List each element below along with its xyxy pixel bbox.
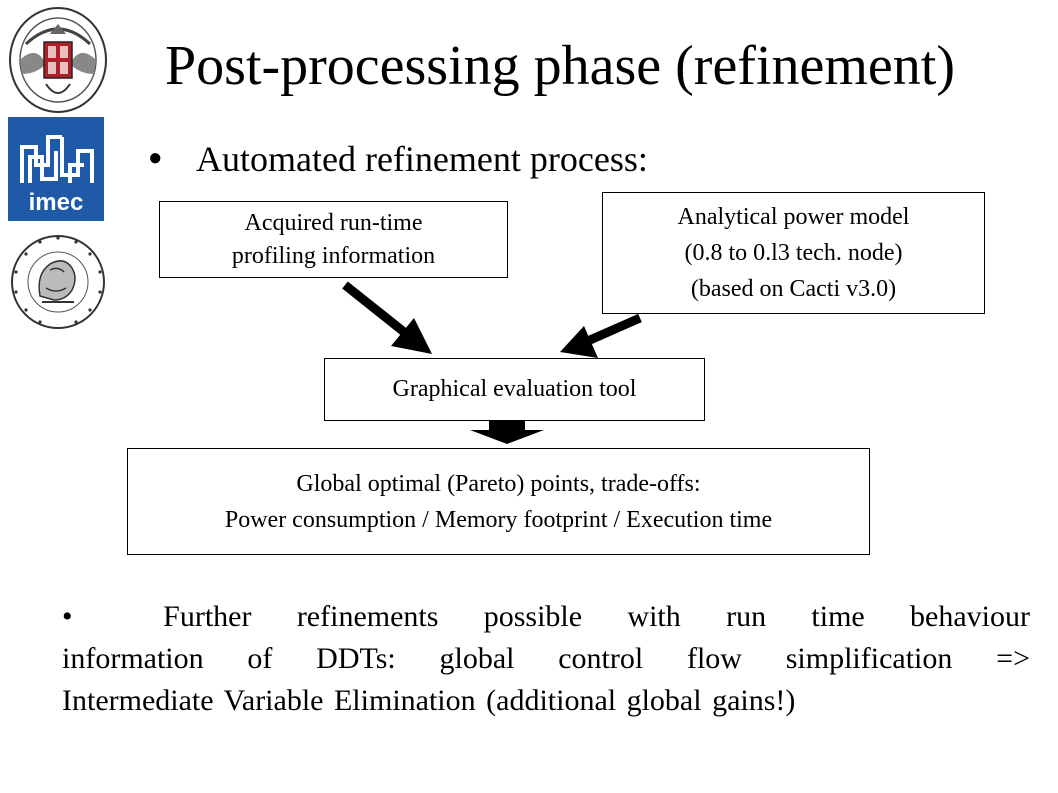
global-box-line1: Global optimal (Pareto) points, trade-of…: [296, 470, 701, 497]
analytical-box-line1: Analytical power model: [677, 204, 910, 230]
subtitle-text: Automated refinement process:: [196, 139, 648, 179]
arrow-analytical-to-tool: [560, 313, 642, 358]
arrow-acquired-to-tool: [342, 281, 432, 354]
analytical-box-line2: (0.8 to 0.l3 tech. node): [684, 240, 903, 266]
analytical-power-model-box: Analytical power model (0.8 to 0.l3 tech…: [602, 192, 985, 314]
analytical-box-line3: (based on Cacti v3.0): [690, 276, 897, 302]
global-optimal-points-box: Global optimal (Pareto) points, trade-of…: [127, 448, 870, 555]
paragraph-bullet: •: [62, 600, 73, 633]
arrow-tool-to-global: [470, 421, 544, 444]
paragraph-line1-wrap: • Further refinements possible with run …: [62, 596, 1030, 638]
acquired-profiling-box: Acquired run-time profiling information: [159, 201, 508, 278]
slide-title: Post-processing phase (refinement): [165, 35, 955, 97]
subtitle: ● Automated refinement process:: [148, 136, 648, 181]
global-box-line2: Power consumption / Memory footprint / E…: [224, 506, 773, 533]
paragraph-line2: information of DDTs: global control flow…: [62, 642, 1030, 675]
imec-logo-icon: imec: [8, 117, 104, 221]
tool-box-line1: Graphical evaluation tool: [392, 376, 637, 402]
acquired-box-line1: Acquired run-time: [244, 209, 423, 236]
greek-university-seal-icon: [11, 235, 105, 329]
paragraph-line3: Intermediate Variable Elimination (addit…: [62, 684, 796, 717]
paragraph-line1: Further refinements possible with run ti…: [163, 600, 1030, 633]
university-crest-icon: [9, 7, 107, 113]
acquired-box-line2: profiling information: [231, 242, 436, 269]
refinement-paragraph: • Further refinements possible with run …: [62, 596, 1030, 722]
graphical-evaluation-tool-box: Graphical evaluation tool: [324, 358, 705, 421]
imec-logo-text: imec: [29, 189, 84, 216]
subtitle-bullet: ●: [148, 145, 163, 171]
